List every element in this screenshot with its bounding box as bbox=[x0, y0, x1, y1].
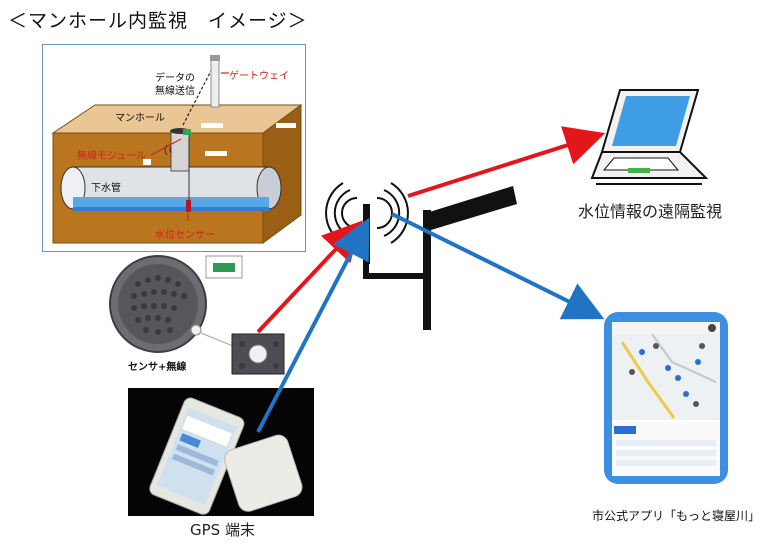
sewer-pipe-label: 下水管 bbox=[91, 183, 121, 194]
manhole-cover-sensor bbox=[109, 255, 285, 375]
sensor-caption: センサ+無線 bbox=[128, 362, 187, 373]
data-transmit-label-2: 無線送信 bbox=[155, 86, 195, 97]
app-screen bbox=[612, 322, 720, 476]
manhole-illustration: データの 無線送信 ゲートウェイ マンホール 無線モジュール 下水管 水位センサ… bbox=[42, 44, 306, 252]
manhole-label: マンホール bbox=[115, 113, 165, 124]
data-transmit-label: データの bbox=[155, 73, 195, 84]
gps-to-gateway-arrow bbox=[256, 217, 370, 433]
laptop-icon bbox=[590, 89, 709, 185]
smartphone-app bbox=[604, 312, 728, 484]
app-map bbox=[612, 322, 720, 476]
gps-caption: GPS 端末 bbox=[190, 521, 255, 539]
laptop-caption: 水位情報の遠隔監視 bbox=[578, 202, 723, 221]
gps-devices bbox=[149, 397, 303, 515]
gateway-label: ゲートウェイ bbox=[229, 71, 289, 82]
wireless-module-label: 無線モジュール bbox=[77, 151, 147, 162]
page-title: ＜マンホール内監視 イメージ＞ bbox=[8, 10, 308, 32]
gateway-to-laptop-arrow bbox=[407, 126, 606, 198]
water-sensor-label: 水位センサー bbox=[155, 230, 215, 241]
gateway-to-app-arrow bbox=[391, 212, 605, 320]
manhole-cross-section bbox=[51, 55, 303, 244]
gps-terminal-photo bbox=[128, 388, 314, 516]
app-caption: 市公式アプリ「もっと寝屋川」 bbox=[592, 509, 761, 523]
